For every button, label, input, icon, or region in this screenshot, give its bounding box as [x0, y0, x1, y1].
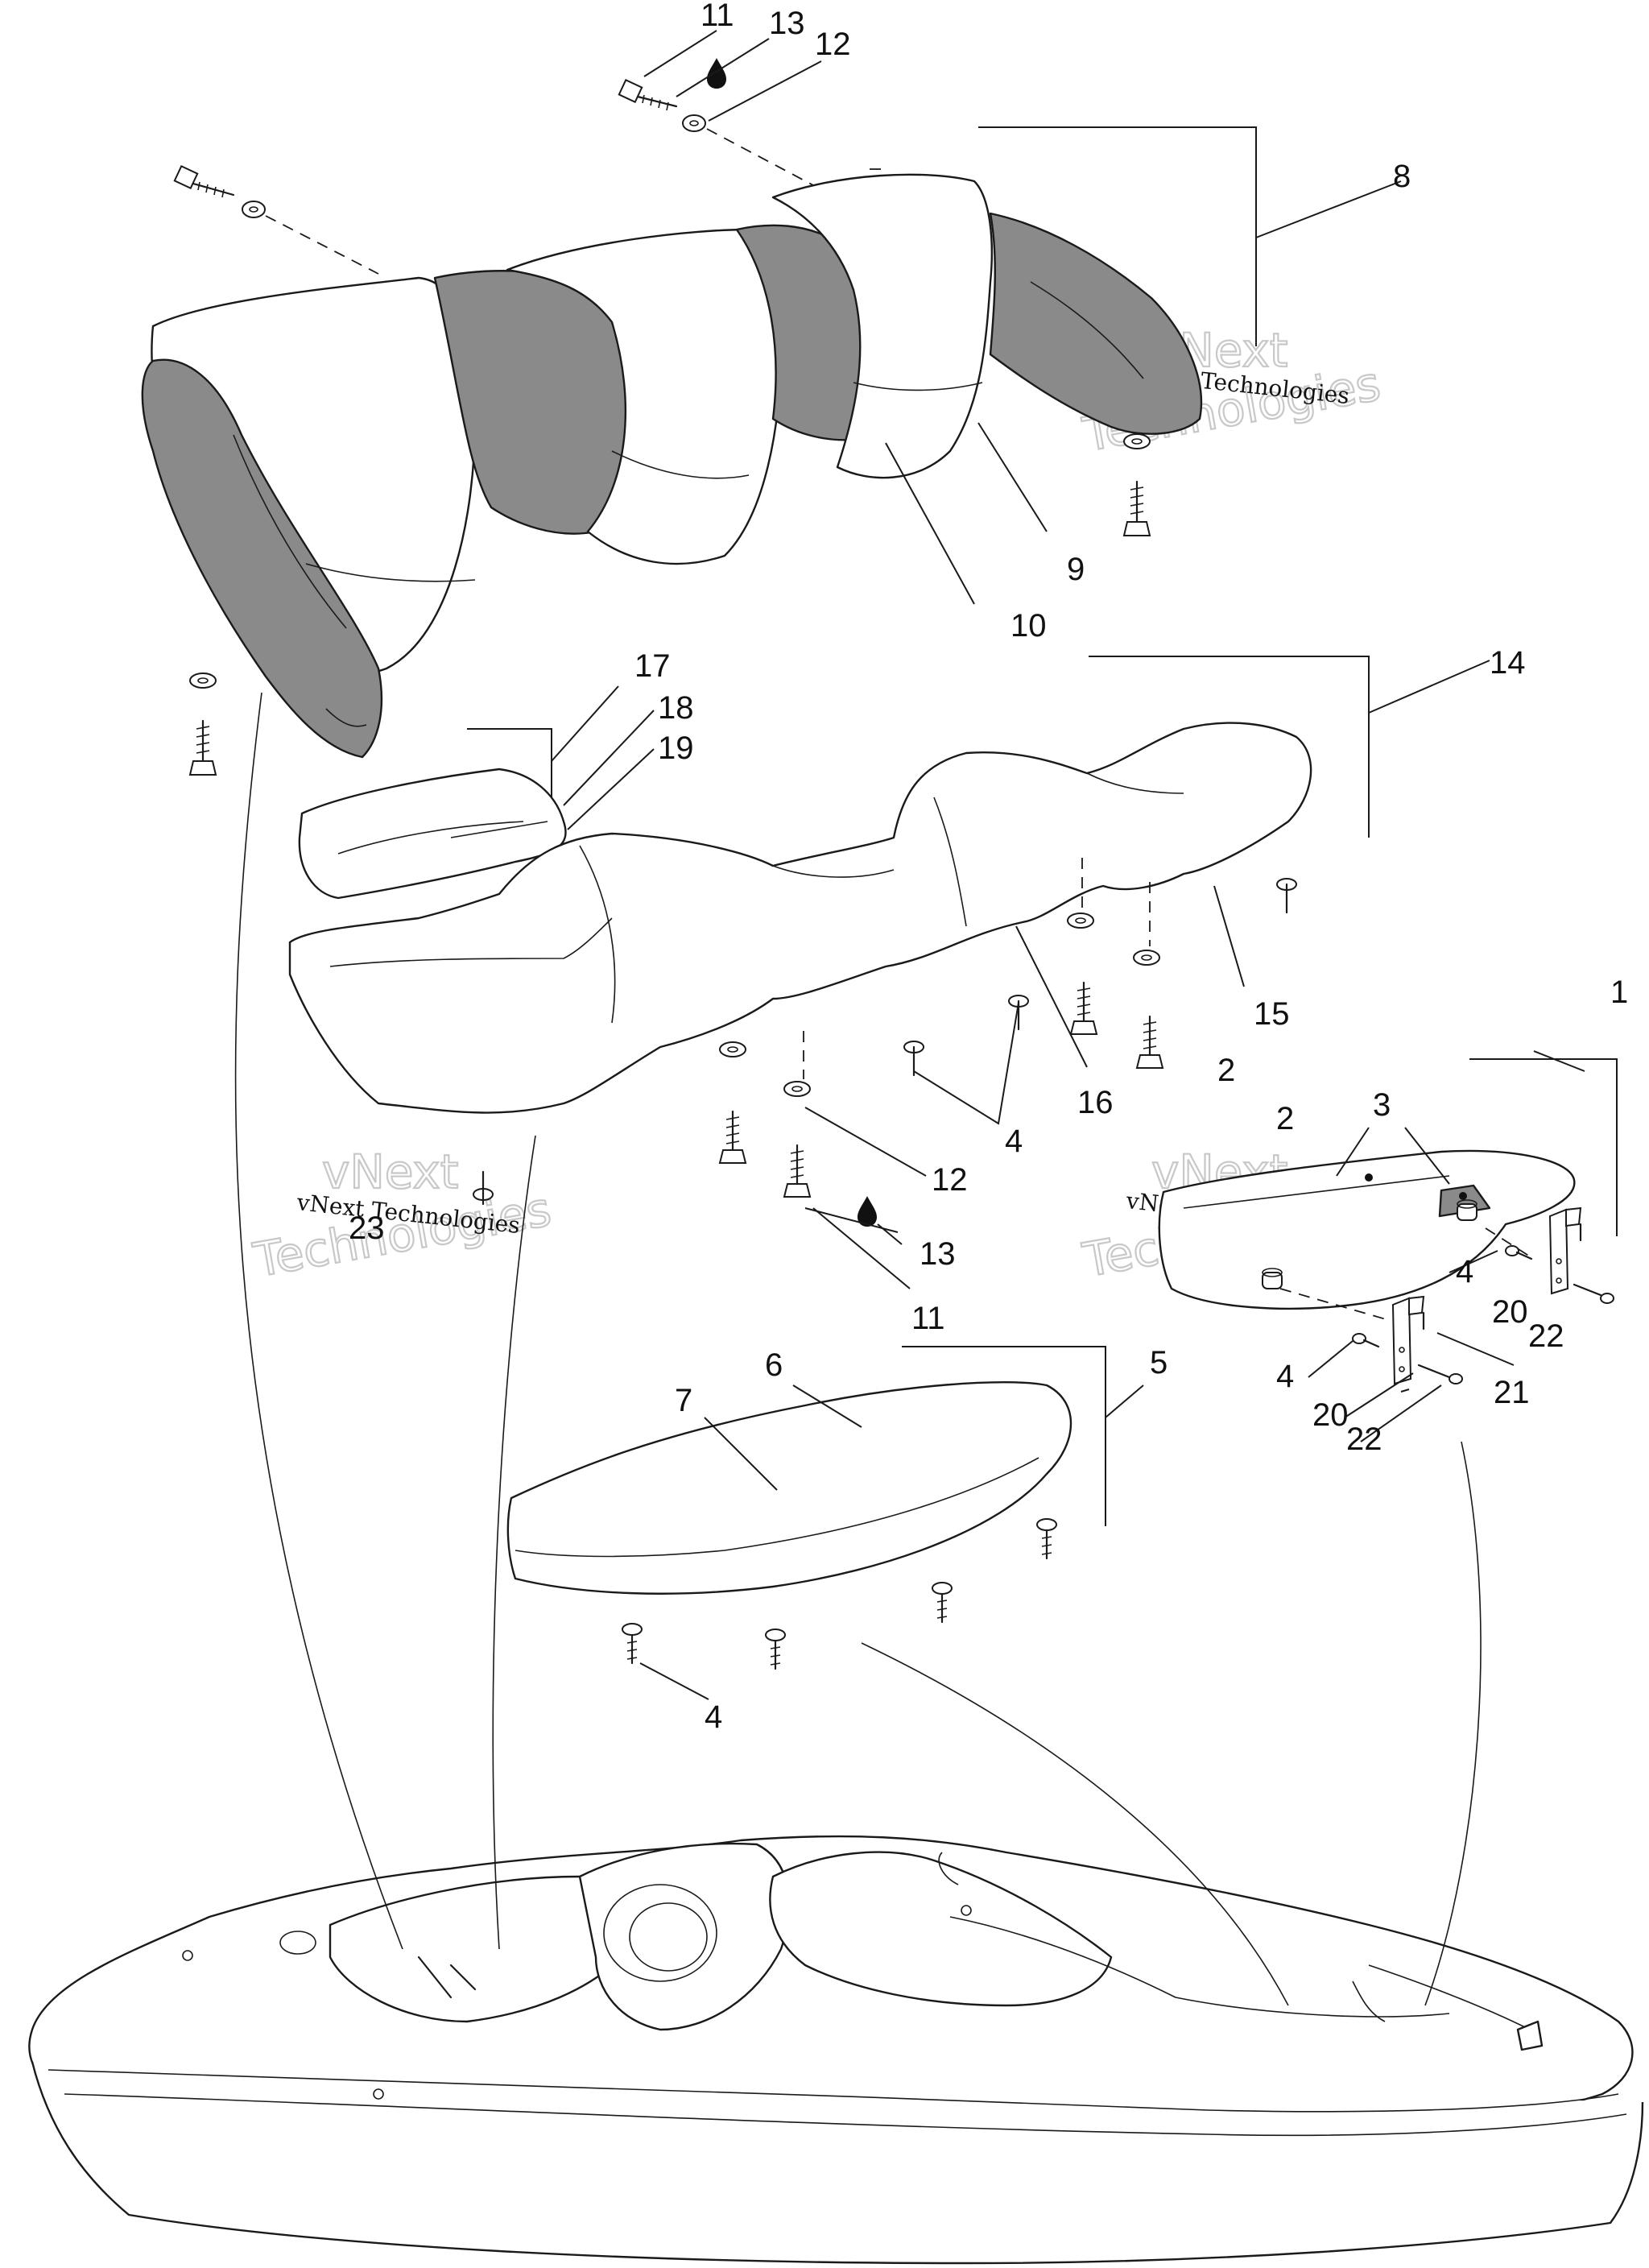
callout-7: 7	[675, 1383, 692, 1418]
backrest-block-5	[771, 173, 993, 479]
hull-vent-icon	[279, 1931, 316, 1955]
backrest-left-side-panel	[141, 358, 383, 759]
bolt-bottom-left	[188, 673, 217, 776]
bow-light	[1516, 2020, 1544, 2051]
bolt-top-right	[618, 78, 706, 132]
callout-11: 11	[701, 0, 734, 33]
bracket-right	[1548, 1206, 1582, 1295]
callout-12-lower: 12	[932, 1162, 968, 1198]
backrest-block-3	[506, 228, 783, 565]
assembly-dash-line	[706, 128, 814, 186]
thread-locker-drop-icon	[858, 1196, 877, 1227]
callout-21: 21	[1494, 1375, 1530, 1410]
callout-12: 12	[815, 27, 851, 62]
backrest-assembly	[141, 173, 1203, 759]
deck-line	[949, 1916, 1450, 2018]
seam-line	[772, 865, 895, 878]
callout-20-left: 20	[1312, 1397, 1349, 1433]
seam-line	[1030, 281, 1144, 379]
callout-5: 5	[1150, 1345, 1168, 1380]
callout-22-left: 22	[1346, 1422, 1382, 1457]
seam-line	[337, 821, 524, 855]
hull-lower	[31, 2061, 1644, 2265]
callout-13-lower: 13	[920, 1236, 956, 1272]
bracket-left	[1391, 1295, 1425, 1385]
callout-6: 6	[765, 1347, 783, 1383]
deck-fitting	[961, 1905, 972, 1916]
bolt-top-left	[173, 164, 266, 218]
callout-19: 19	[658, 730, 694, 766]
hull-rub-rail	[64, 2093, 1627, 2137]
callout-16: 16	[1077, 1085, 1114, 1120]
passenger-seat-screws	[622, 1518, 1057, 1670]
seam-line	[853, 382, 983, 391]
hull-rear-seat	[769, 1851, 1113, 2007]
assembly-dash-line	[1485, 1227, 1531, 1257]
deck-line	[1368, 1964, 1531, 2030]
callout-3: 3	[1373, 1087, 1391, 1123]
callout-23: 23	[349, 1211, 385, 1246]
seam-line	[515, 1457, 1039, 1558]
callout-18: 18	[658, 690, 694, 726]
mount-point	[1459, 1192, 1467, 1200]
seam-line	[325, 708, 367, 727]
backrest-hardware	[173, 78, 1151, 776]
callout-22-right: 22	[1528, 1318, 1564, 1354]
steering-wheel-hub	[629, 1902, 708, 1972]
watercraft-hull	[28, 1835, 1644, 2265]
callout-4-passenger: 4	[705, 1699, 722, 1735]
assembly-dash-line	[265, 215, 379, 275]
callout-4-left: 4	[1276, 1359, 1294, 1394]
callout-14: 14	[1490, 645, 1526, 681]
hull-console	[578, 1842, 791, 2031]
watermark-big-line1: vNext	[322, 1144, 458, 1199]
steering-wheel	[603, 1884, 717, 1982]
callout-leaders	[467, 126, 1618, 1700]
callout-11-lower: 11	[911, 1301, 945, 1336]
callout-4-right: 4	[1456, 1254, 1473, 1289]
deck-line	[938, 1852, 959, 1885]
seam-line	[329, 917, 613, 967]
seam-line	[233, 434, 347, 629]
deck-fitting	[182, 1950, 193, 1961]
callout-17: 17	[634, 648, 671, 684]
callout-20-right: 20	[1492, 1294, 1528, 1330]
seam-line	[579, 845, 616, 1024]
callout-2-bracket: 2	[1276, 1101, 1294, 1136]
callout-9: 9	[1067, 552, 1085, 587]
side-bracket-assembly	[1158, 1149, 1614, 1385]
callout-labels: 11 13 12 8 9 10 17 18 19 14 15 16 2 4 12…	[349, 0, 1628, 1735]
seat-hardware	[473, 58, 1297, 1227]
deck-line	[1352, 1980, 1386, 2022]
thread-locker-drop-icon	[707, 58, 726, 89]
seat-assembly	[288, 58, 1312, 1227]
seam-line	[933, 797, 967, 927]
callout-2-top: 2	[1217, 1053, 1235, 1088]
callout-4-seat: 4	[1005, 1124, 1023, 1159]
callout-15: 15	[1254, 996, 1290, 1032]
callout-10: 10	[1010, 608, 1047, 644]
callout-13: 13	[769, 6, 805, 41]
callout-8: 8	[1393, 159, 1411, 194]
bolt-bottom-right	[1122, 433, 1151, 536]
throttle-lever	[417, 1956, 477, 1999]
hull-rub-rail	[48, 2069, 1619, 2113]
mount-point	[1365, 1173, 1373, 1182]
seam-line	[305, 563, 476, 582]
seam-line	[450, 821, 548, 838]
main-seat	[288, 722, 1312, 1114]
assembly-guide-lines	[234, 692, 1482, 2006]
backrest-right-side-panel	[989, 212, 1203, 435]
watermark-mid-left: vNext Technologies vNext Technologies	[249, 1144, 556, 1289]
passenger-seat-cushion	[506, 1380, 1072, 1595]
deck-fitting	[373, 2088, 384, 2100]
seam-line	[611, 450, 750, 479]
seam-line	[1183, 1175, 1450, 1209]
seam-line	[1086, 772, 1184, 794]
passenger-seat	[506, 1380, 1072, 1670]
callout-1: 1	[1610, 975, 1628, 1010]
